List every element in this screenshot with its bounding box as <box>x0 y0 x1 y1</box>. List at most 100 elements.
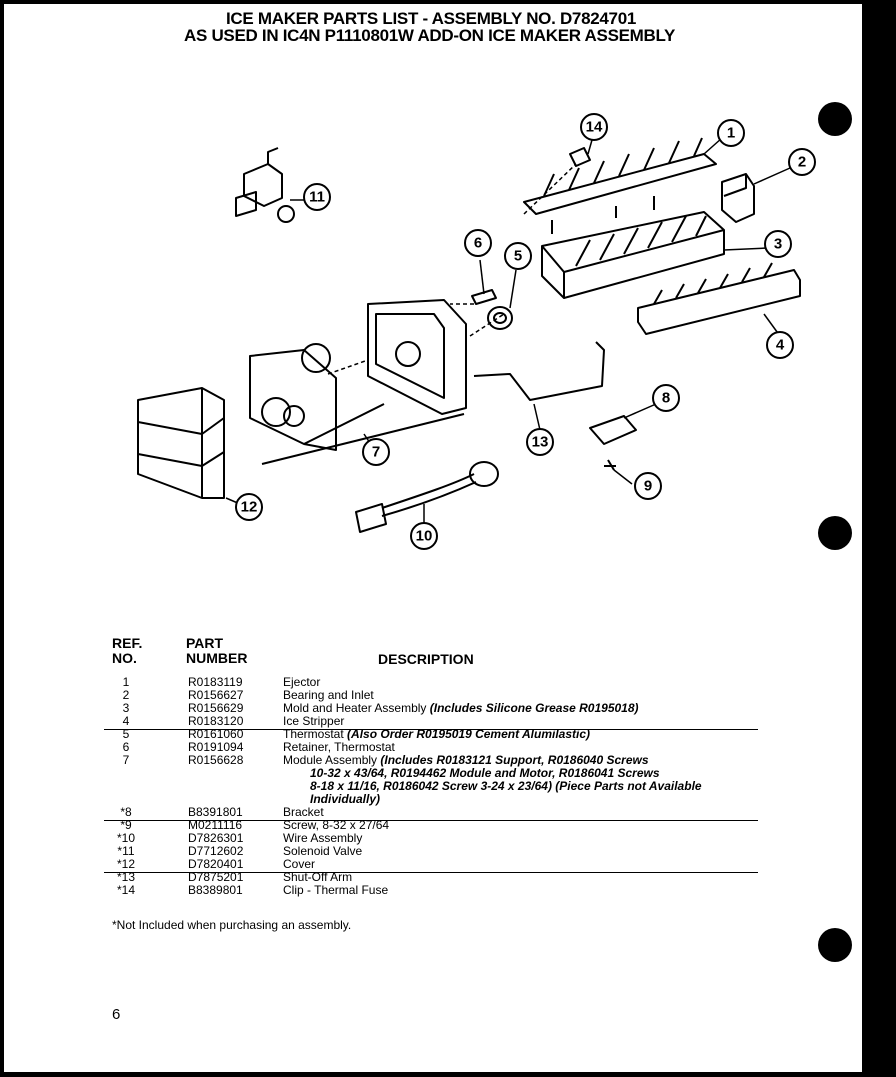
callout-8: 8 <box>662 390 670 407</box>
part-description: Cover <box>283 858 315 871</box>
solenoid-valve-part <box>235 147 295 223</box>
ref-number: *14 <box>116 883 136 897</box>
callout-14: 14 <box>586 119 603 136</box>
ref-header-line-2: NO. <box>112 650 137 666</box>
bracket-part <box>589 415 637 445</box>
part-description: Wire Assembly <box>283 832 362 845</box>
description-text: Cover <box>283 857 316 871</box>
description-text: Thermostat <box>283 727 344 741</box>
binder-hole-bottom <box>818 928 852 962</box>
ref-number: *13 <box>116 870 136 884</box>
wire-assembly-part <box>355 461 499 533</box>
part-number-header: PART NUMBER <box>186 636 247 666</box>
description-text: 10-32 x 43/64, R0194462 Module and Motor… <box>310 766 660 780</box>
table-row: *9 M0211116 Screw, 8-32 x 27/64 <box>104 819 764 832</box>
callout-5: 5 <box>514 248 522 265</box>
part-number: R0161060 <box>188 727 244 741</box>
description-text: Solenoid Valve <box>283 844 363 858</box>
description-text: 8-18 x 11/16, R0186042 Screw 3-24 x 23/6… <box>310 779 702 793</box>
part-description: Shut-Off Arm <box>283 871 352 884</box>
part-header-line-1: PART <box>186 635 224 651</box>
table-row: Individually) <box>104 793 764 806</box>
description-text: Bearing and Inlet <box>283 688 374 702</box>
table-row: 8-18 x 11/16, R0186042 Screw 3-24 x 23/6… <box>104 780 764 793</box>
part-description: Clip - Thermal Fuse <box>283 884 388 897</box>
title-line-1: ICE MAKER PARTS LIST - ASSEMBLY NO. D782… <box>226 9 637 28</box>
part-description: Solenoid Valve <box>283 845 362 858</box>
table-row: *13 D7875201 Shut-Off Arm <box>104 871 764 884</box>
part-description: Individually) <box>310 793 380 806</box>
cover-part <box>137 387 225 499</box>
callout-3: 3 <box>774 236 782 253</box>
part-description: 10-32 x 43/64, R0194462 Module and Motor… <box>310 767 660 780</box>
description-text: Individually) <box>310 792 381 806</box>
table-row: 5 R0161060 Thermostat (Also Order R0195019… <box>104 728 764 741</box>
ref-number: *11 <box>117 844 135 858</box>
parts-sheet: ICE MAKER PARTS LIST - ASSEMBLY NO. D782… <box>4 4 862 1072</box>
part-number: D7712602 <box>188 844 244 858</box>
ref-number: 6 <box>122 740 130 754</box>
description-header: DESCRIPTION <box>378 651 474 667</box>
callout-9: 9 <box>644 478 652 495</box>
ref-number: 4 <box>122 714 130 728</box>
binder-hole-top <box>818 102 852 136</box>
ref-number: *9 <box>120 818 132 832</box>
table-row: 6 R0191094 Retainer, Thermostat <box>104 741 764 754</box>
callout-6: 6 <box>474 235 482 252</box>
part-description: Thermostat (Also Order R0195019 Cement A… <box>283 728 590 741</box>
table-row: 10-32 x 43/64, R0194462 Module and Motor… <box>104 767 764 780</box>
description-note: (Includes R0183121 Support, R0186040 Scr… <box>380 753 649 767</box>
part-number: D7820401 <box>188 857 244 871</box>
exploded-parts-diagram: 1 2 3 4 5 6 7 8 9 10 11 12 13 14 <box>137 113 816 550</box>
part-number: D7875201 <box>188 870 244 884</box>
ref-no-header: REF. NO. <box>112 636 142 666</box>
part-number: R0183120 <box>188 714 244 728</box>
part-description: Screw, 8-32 x 27/64 <box>283 819 389 832</box>
module-assembly-part <box>249 299 467 465</box>
ref-number: *12 <box>116 857 136 871</box>
ref-number: *10 <box>116 831 136 845</box>
row-divider <box>104 820 758 821</box>
description-text: Module Assembly <box>283 753 378 767</box>
part-description: Bracket <box>283 806 324 819</box>
part-number: D7826301 <box>188 831 244 845</box>
callout-7: 7 <box>372 444 380 461</box>
table-row: *12 D7820401 Cover <box>104 858 764 871</box>
callout-4: 4 <box>776 337 785 354</box>
description-text: Ice Stripper <box>283 714 345 728</box>
row-divider <box>104 872 758 873</box>
part-number: M0211116 <box>188 818 243 832</box>
description-text: Clip - Thermal Fuse <box>283 883 389 897</box>
callout-13: 13 <box>532 434 549 451</box>
part-description: Module Assembly (Includes R0183121 Suppo… <box>283 754 649 767</box>
title-line-2: AS USED IN IC4N P1110801W ADD-ON ICE MAK… <box>184 26 676 45</box>
part-number: B8391801 <box>188 805 243 819</box>
ref-number: 2 <box>122 688 130 702</box>
callout-12: 12 <box>241 499 258 516</box>
description-text: Screw, 8-32 x 27/64 <box>283 818 390 832</box>
bearing-inlet-part <box>721 173 755 223</box>
description-text: Wire Assembly <box>283 831 363 845</box>
binder-hole-middle <box>818 516 852 550</box>
description-text: Retainer, Thermostat <box>283 740 395 754</box>
thermal-fuse-clip-part <box>569 147 591 167</box>
footnote: *Not Included when purchasing an assembl… <box>112 918 352 932</box>
ref-number: 5 <box>122 727 130 741</box>
part-description: Ejector <box>283 676 320 689</box>
ref-number: *8 <box>120 805 132 819</box>
callout-1: 1 <box>727 125 735 142</box>
ref-number: 3 <box>122 701 130 715</box>
table-row: *10 D7826301 Wire Assembly <box>104 832 764 845</box>
part-number: B8389801 <box>188 883 243 897</box>
part-number: R0191094 <box>188 740 244 754</box>
thermostat-part <box>487 306 513 330</box>
ref-header-line-1: REF. <box>112 635 143 651</box>
mold-heater-part <box>541 196 725 299</box>
table-row: *8 B8391801 Bracket <box>104 806 764 819</box>
part-number: R0156629 <box>188 701 244 715</box>
